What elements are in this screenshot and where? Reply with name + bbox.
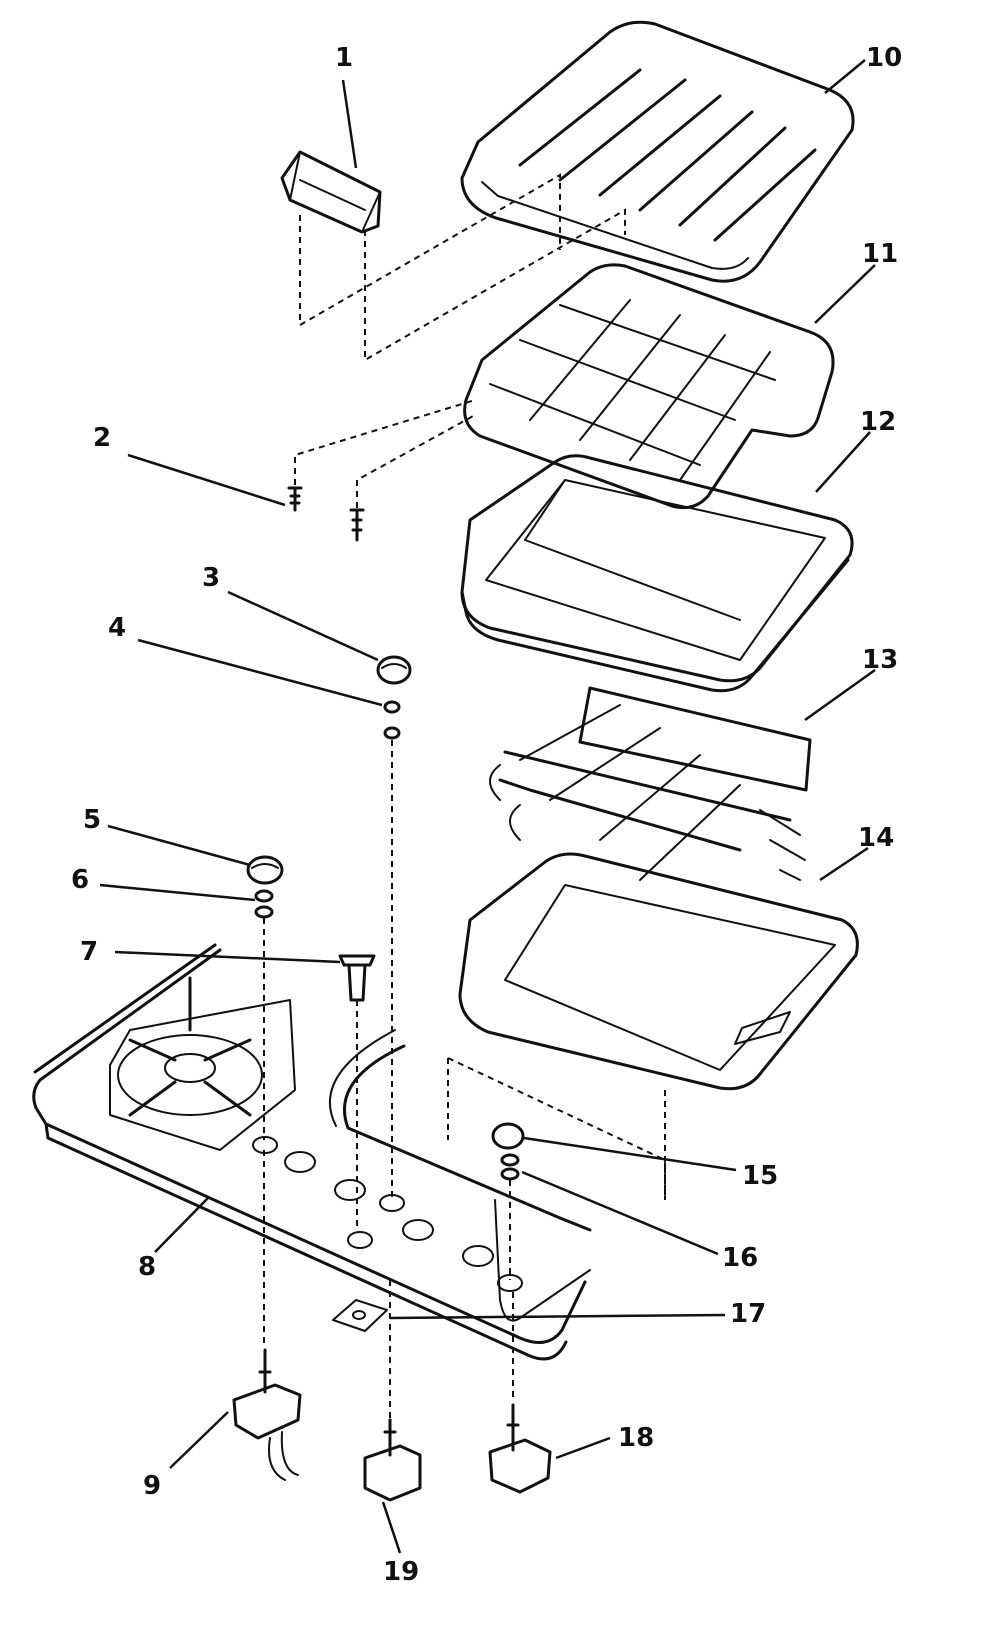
leader-11 [814, 264, 876, 324]
callout-16: 16 [722, 1243, 758, 1273]
leader-16 [521, 1170, 719, 1256]
part-19-valve [363, 1418, 422, 1502]
part-4-washers [383, 700, 401, 740]
leader-7 [114, 950, 341, 964]
leader-4 [137, 638, 383, 707]
leader-15 [523, 1136, 737, 1172]
callout-17: 17 [730, 1299, 766, 1329]
part-16-washers [500, 1153, 520, 1181]
callout-15: 15 [742, 1161, 778, 1191]
callout-9: 9 [143, 1471, 161, 1501]
leader-10 [824, 59, 866, 94]
part-11-grate [463, 263, 835, 510]
part-17-gasket [332, 1299, 388, 1332]
callout-8: 8 [138, 1252, 156, 1282]
callout-11: 11 [862, 239, 898, 269]
callout-4: 4 [108, 613, 126, 643]
part-7-bolt [338, 954, 376, 1002]
callout-2: 2 [93, 423, 111, 453]
part-10-grill-plate [460, 20, 855, 283]
part-6-washers [254, 889, 274, 919]
part-2-screws [287, 486, 365, 542]
leader-5 [107, 824, 251, 867]
part-9-valve [232, 1348, 302, 1481]
callout-14: 14 [858, 823, 894, 853]
part-8-cooktop-panel [32, 943, 592, 1361]
leader-9 [169, 1411, 229, 1469]
part-14-drip-pan [458, 852, 859, 1091]
leader-19 [381, 1501, 402, 1554]
callout-7: 7 [80, 937, 98, 967]
leader-13 [804, 668, 876, 722]
part-3-knob [376, 655, 412, 685]
leader-14 [819, 846, 869, 882]
callout-labels: 1 2 3 4 5 6 7 8 9 10 11 12 13 14 15 16 1… [71, 43, 902, 1587]
callout-10: 10 [866, 43, 902, 73]
leader-6 [99, 883, 256, 902]
callout-3: 3 [202, 563, 220, 593]
leader-8 [154, 1197, 209, 1253]
callout-5: 5 [83, 805, 101, 835]
part-5-knob [246, 855, 284, 885]
leader-12 [815, 431, 871, 493]
part-18-valve [488, 1403, 552, 1494]
part-12-pan [460, 454, 854, 693]
leader-lines [99, 59, 876, 1554]
callout-6: 6 [71, 865, 89, 895]
leader-1 [341, 79, 358, 169]
part-1-handle [280, 150, 382, 234]
assembly-dashed-lines [263, 173, 666, 1420]
part-15-knob [491, 1122, 525, 1150]
leader-17 [389, 1313, 726, 1320]
callout-13: 13 [862, 645, 898, 675]
leader-18 [555, 1436, 611, 1460]
callout-18: 18 [618, 1423, 654, 1453]
leader-2 [127, 453, 286, 507]
leader-3 [227, 590, 379, 662]
callout-1: 1 [335, 43, 353, 73]
callout-12: 12 [860, 407, 896, 437]
callout-19: 19 [383, 1557, 419, 1587]
part-13-heating-element [489, 686, 812, 881]
